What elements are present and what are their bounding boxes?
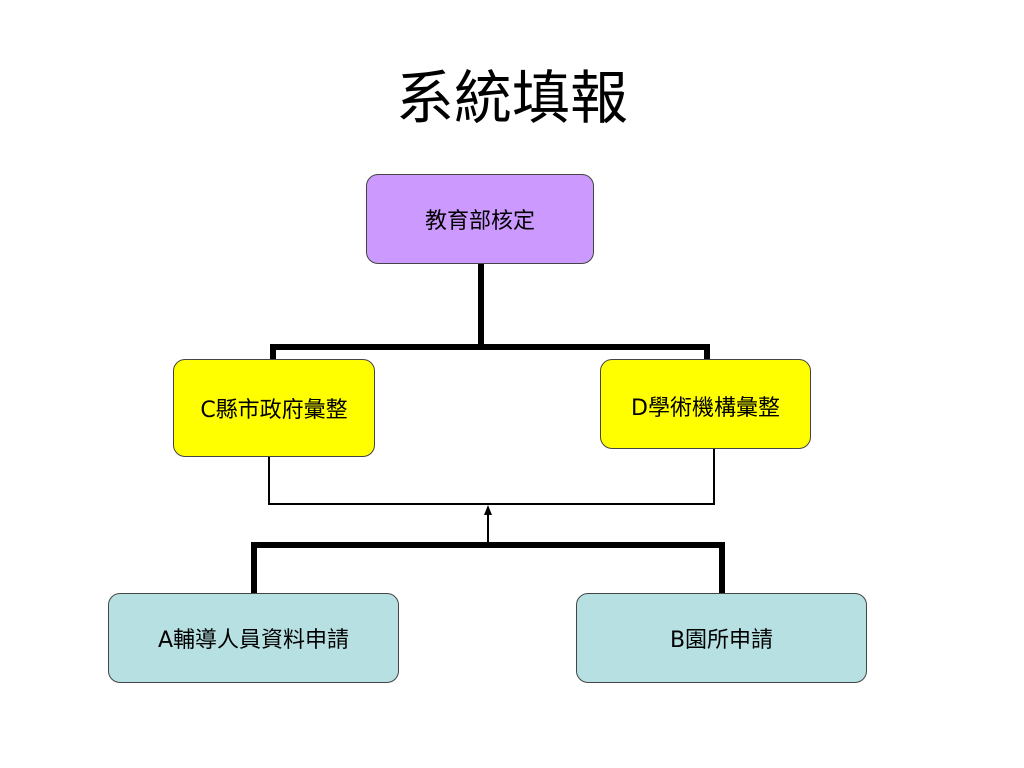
node-county-compile: C縣市政府彙整	[173, 359, 375, 457]
node-moe-approval-label: 教育部核定	[424, 209, 535, 234]
node-counselor-apply: A輔導人員資料申請	[108, 593, 399, 683]
node-kindergarten-apply: B園所申請	[576, 593, 867, 683]
node-counselor-apply-label: A輔導人員資料申請	[157, 628, 350, 653]
node-county-compile-label: C縣市政府彙整	[200, 398, 348, 423]
node-academic-compile-label: D學術機構彙整	[631, 396, 780, 421]
arrow-head-icon	[484, 505, 492, 515]
page-title: 系統填報	[395, 64, 628, 132]
connector-middle-collector	[268, 449, 715, 505]
node-kindergarten-apply-label: B園所申請	[669, 628, 774, 653]
node-academic-compile: D學術機構彙整	[600, 359, 811, 449]
node-moe-approval: 教育部核定	[366, 174, 594, 264]
